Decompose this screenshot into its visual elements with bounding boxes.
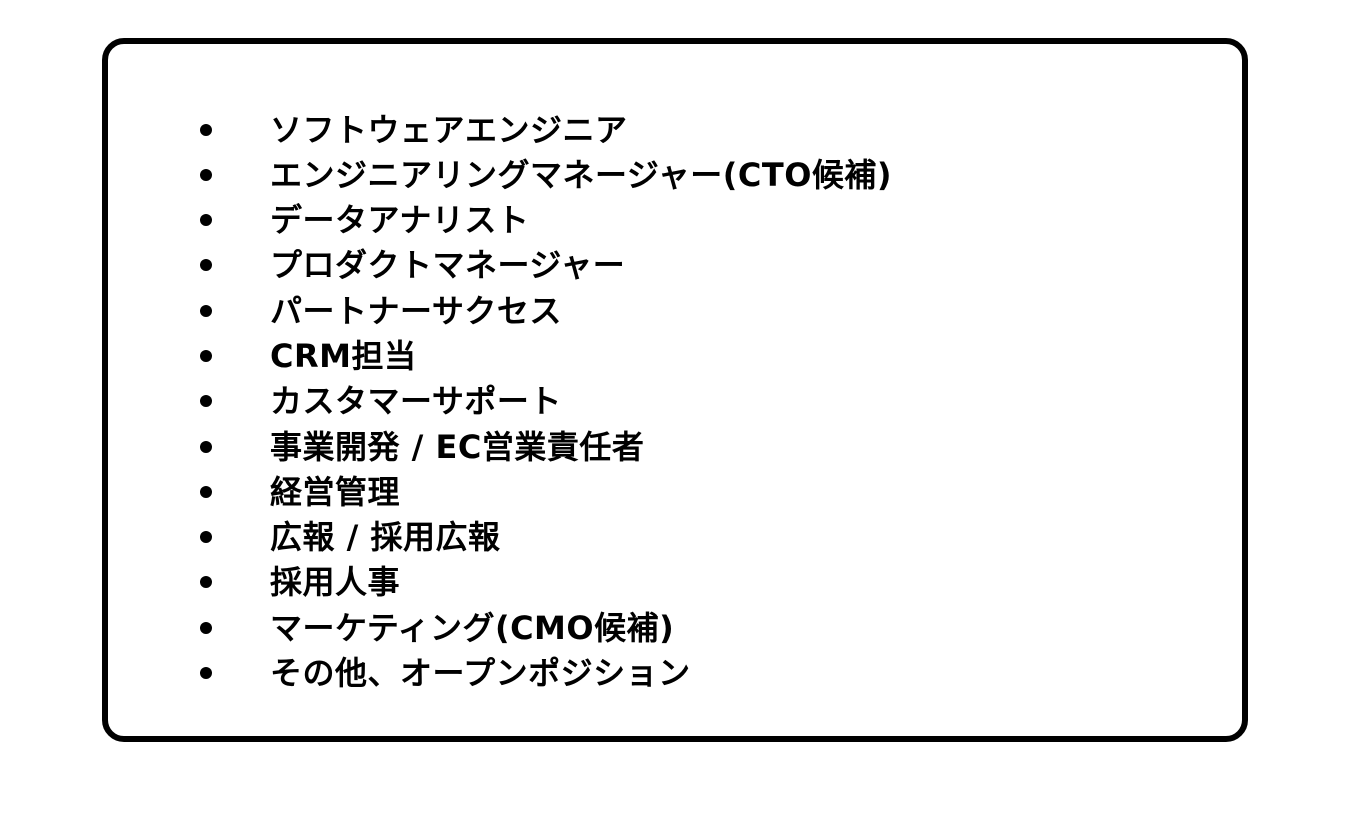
position-label: ソフトウェアエンジニア: [270, 111, 628, 149]
position-label: パートナーサクセス: [270, 292, 562, 330]
position-label: 経営管理: [270, 473, 401, 511]
list-item: データアナリスト: [200, 200, 1200, 240]
list-item: パートナーサクセス: [200, 291, 1200, 331]
bullet-icon: [200, 667, 212, 679]
list-item: マーケティング(CMO候補): [200, 608, 1200, 648]
position-label: CRM担当: [270, 337, 417, 375]
position-label: 広報 / 採用広報: [270, 518, 501, 556]
bullet-icon: [200, 259, 212, 271]
list-item: プロダクトマネージャー: [200, 245, 1200, 285]
bullet-icon: [200, 350, 212, 362]
bullet-icon: [200, 441, 212, 453]
position-label: マーケティング(CMO候補): [270, 609, 675, 647]
list-item: 広報 / 採用広報: [200, 517, 1200, 557]
positions-card: ソフトウェアエンジニア エンジニアリングマネージャー(CTO候補) データアナリ…: [102, 38, 1248, 742]
bullet-icon: [200, 576, 212, 588]
list-item: 採用人事: [200, 562, 1200, 602]
position-label: エンジニアリングマネージャー(CTO候補): [270, 156, 893, 194]
position-label: データアナリスト: [270, 201, 530, 239]
position-label: 採用人事: [270, 563, 401, 601]
bullet-icon: [200, 395, 212, 407]
bullet-icon: [200, 486, 212, 498]
position-label: その他、オープンポジション: [270, 654, 691, 692]
bullet-icon: [200, 531, 212, 543]
bullet-icon: [200, 622, 212, 634]
position-label: 事業開発 / EC営業責任者: [270, 428, 645, 466]
list-item: エンジニアリングマネージャー(CTO候補): [200, 155, 1200, 195]
position-label: プロダクトマネージャー: [270, 246, 626, 284]
bullet-icon: [200, 169, 212, 181]
list-item: 事業開発 / EC営業責任者: [200, 427, 1200, 467]
position-label: カスタマーサポート: [270, 382, 562, 420]
list-item: その他、オープンポジション: [200, 653, 1200, 693]
list-item: CRM担当: [200, 336, 1200, 376]
bullet-icon: [200, 214, 212, 226]
bullet-icon: [200, 305, 212, 317]
list-item: ソフトウェアエンジニア: [200, 110, 1200, 150]
bullet-icon: [200, 124, 212, 136]
list-item: 経営管理: [200, 472, 1200, 512]
list-item: カスタマーサポート: [200, 381, 1200, 421]
